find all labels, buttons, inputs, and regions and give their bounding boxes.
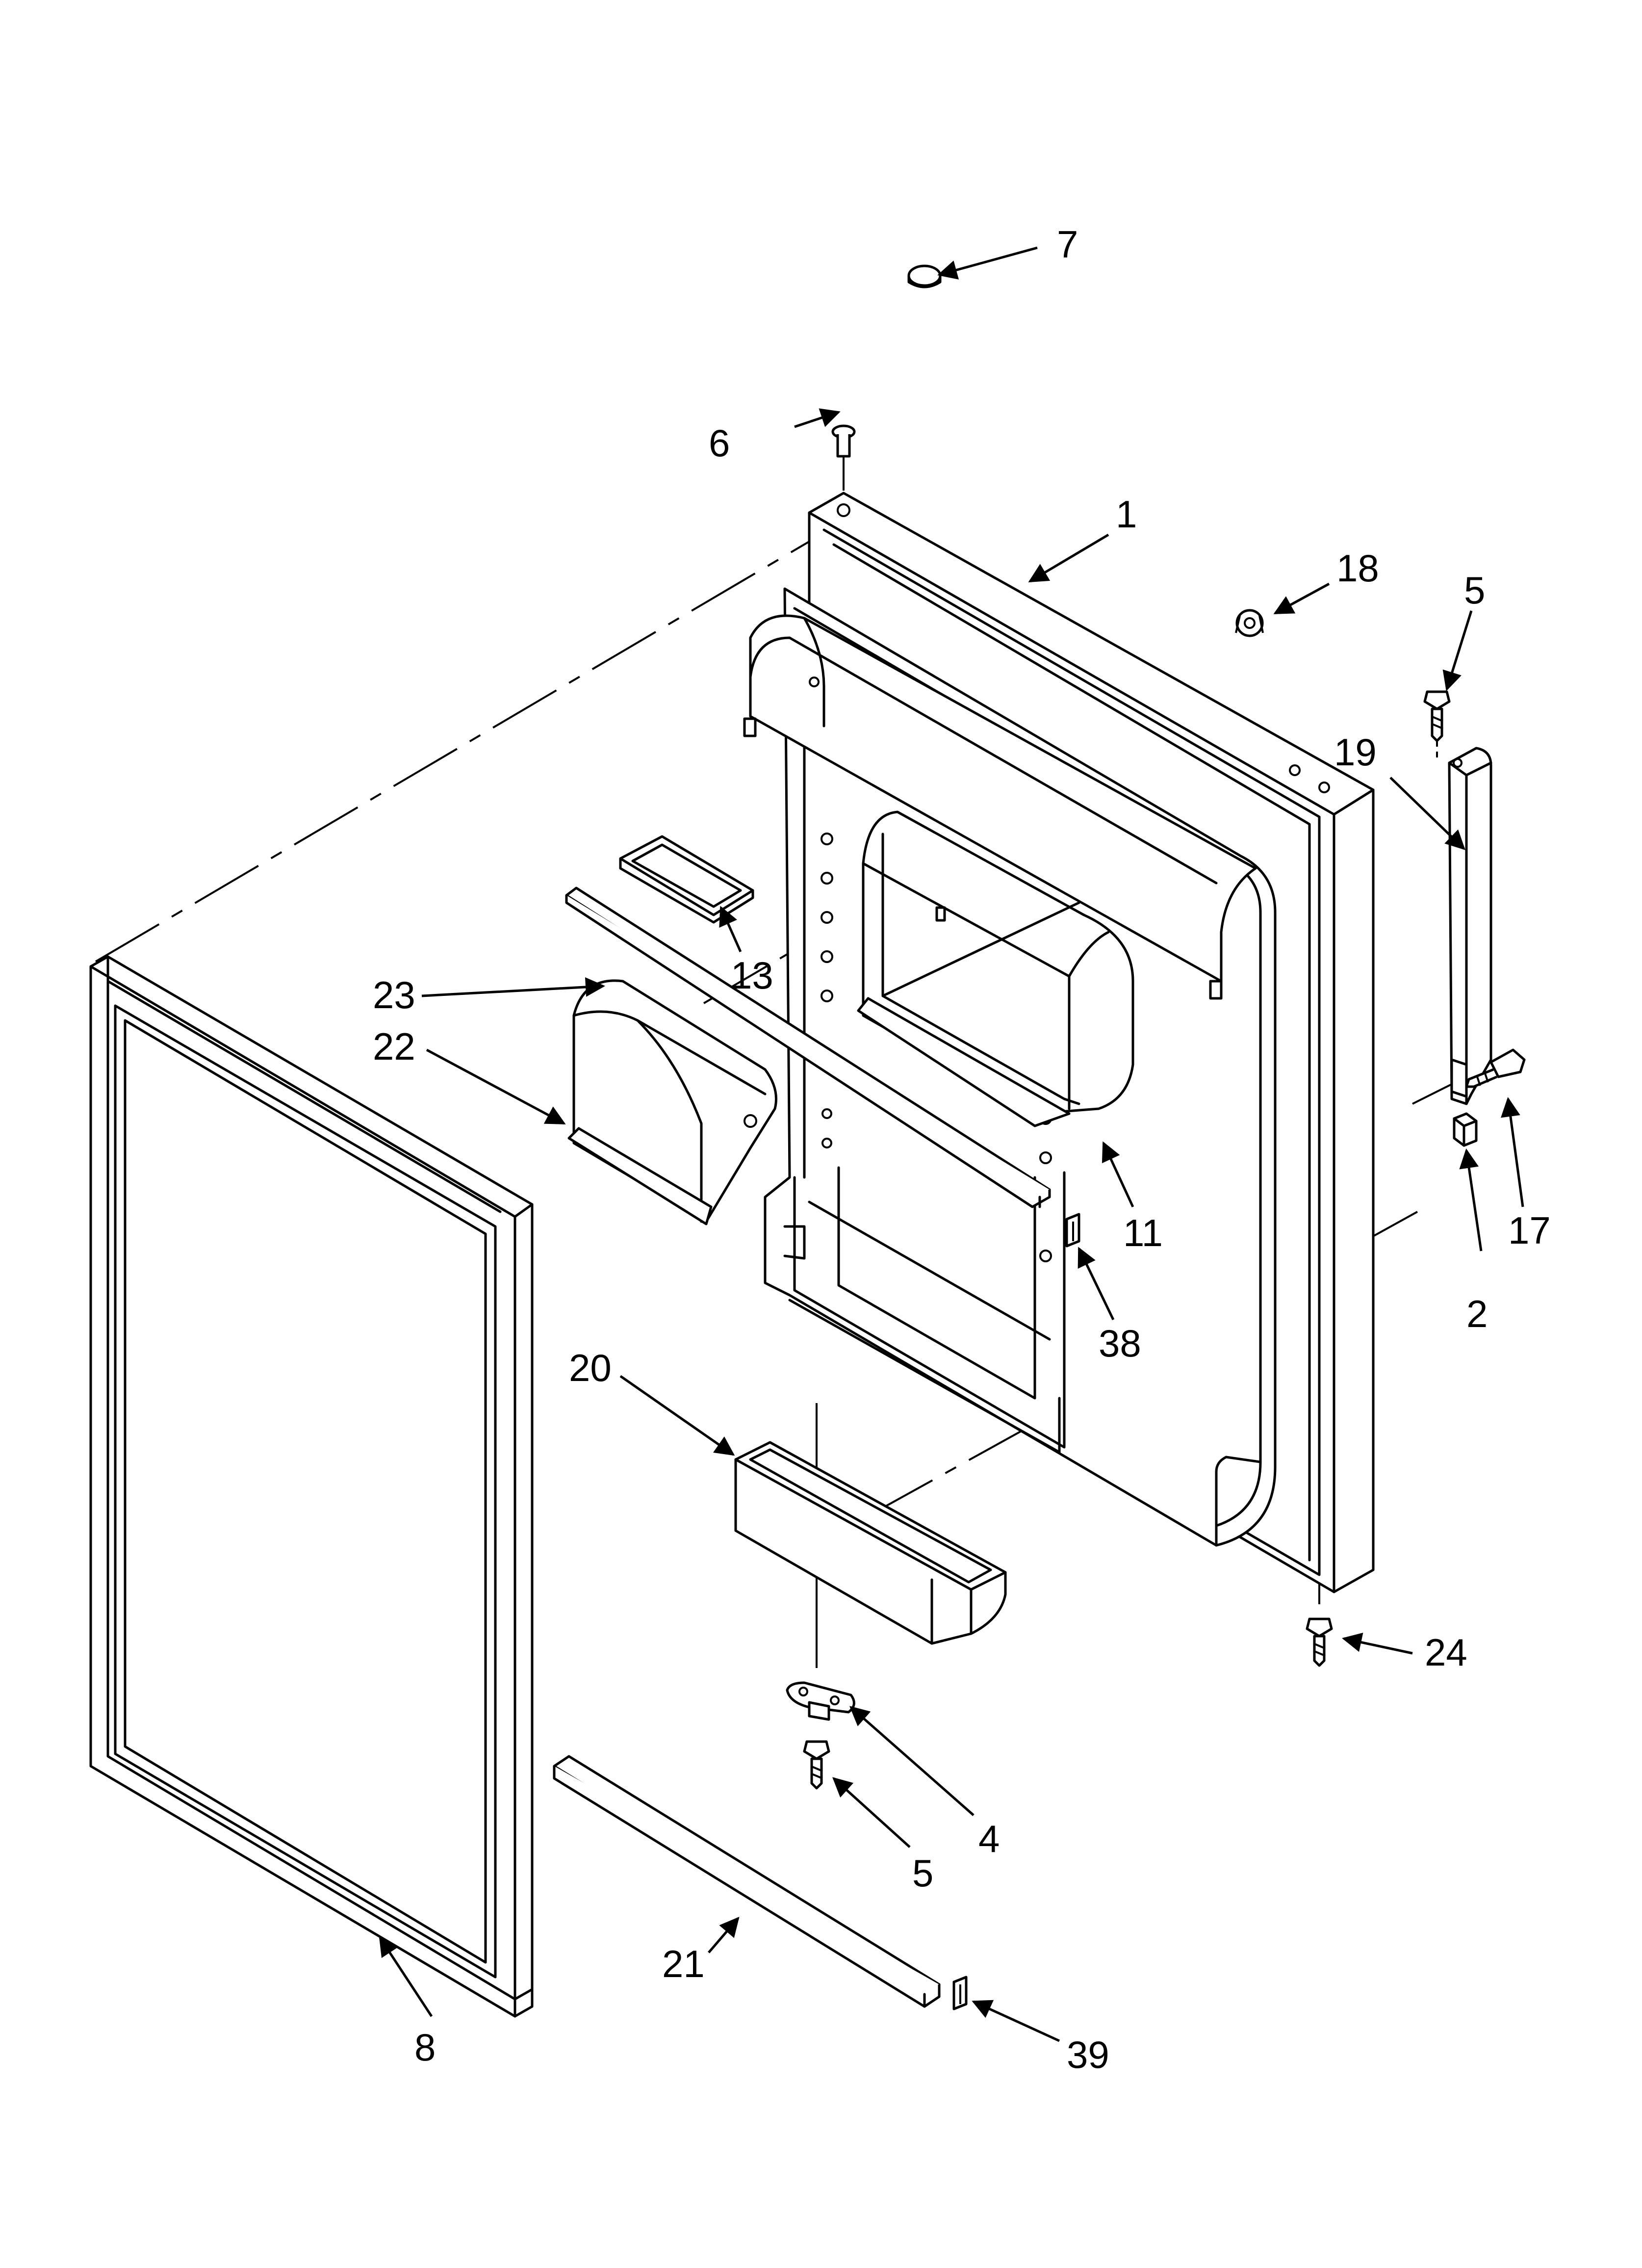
door-top-shelf — [743, 614, 1257, 1000]
part-38-clip — [1065, 1213, 1080, 1248]
part-39-end-cap — [952, 1976, 968, 2010]
callout-7: 7 — [1057, 223, 1078, 266]
part-6-hinge-pin — [831, 424, 856, 491]
part-17-screw — [1465, 1048, 1526, 1088]
part-7-plug — [907, 264, 942, 288]
callout-13: 13 — [731, 954, 773, 997]
part-22-dairy-cover — [567, 979, 777, 1225]
callout-38: 38 — [1099, 1322, 1141, 1365]
callout-4: 4 — [978, 1817, 1000, 1860]
shelf-dimples-left — [821, 833, 833, 1148]
part-21-bottom-trim — [553, 1755, 941, 2008]
callout-5-top: 5 — [1464, 569, 1485, 612]
part-8-door-gasket — [89, 955, 534, 2018]
callout-17: 17 — [1508, 1209, 1551, 1252]
callout-39: 39 — [1067, 2033, 1109, 2076]
door-inner-shelf-recess — [783, 1166, 1066, 1449]
callout-1: 1 — [1116, 493, 1137, 536]
part-18-hole-plug — [1235, 609, 1264, 637]
callout-19: 19 — [1334, 730, 1377, 774]
part-11-dairy-compartment — [857, 810, 1134, 1127]
part-2-hinge-block — [1453, 1112, 1478, 1147]
callout-labels: 7 6 1 18 5 19 13 23 22 11 17 2 38 20 24 … — [373, 223, 1551, 2076]
part-24-screw — [1306, 1617, 1333, 1667]
callout-24: 24 — [1425, 1631, 1467, 1674]
part-20-door-bin — [734, 1441, 1007, 1645]
callout-8: 8 — [414, 2026, 436, 2069]
part-5-screw-bottom — [803, 1740, 830, 1790]
leader-lines — [379, 246, 1524, 2042]
part-19-handle-bracket — [1448, 747, 1492, 1105]
callout-6: 6 — [709, 421, 730, 465]
part-23-shelf-bar — [565, 886, 1051, 1208]
callout-18: 18 — [1336, 547, 1379, 590]
callout-23: 23 — [373, 973, 415, 1017]
callout-2: 2 — [1466, 1292, 1488, 1335]
callout-20: 20 — [569, 1346, 612, 1389]
part-13-egg-tray — [619, 835, 754, 924]
callout-11: 11 — [1123, 1211, 1163, 1254]
part-5-screw-top — [1423, 690, 1451, 758]
callout-22: 22 — [373, 1025, 415, 1068]
callout-21: 21 — [662, 1942, 705, 1985]
part-4-lower-hinge — [786, 1681, 855, 1721]
callout-5-bottom: 5 — [912, 1851, 933, 1895]
